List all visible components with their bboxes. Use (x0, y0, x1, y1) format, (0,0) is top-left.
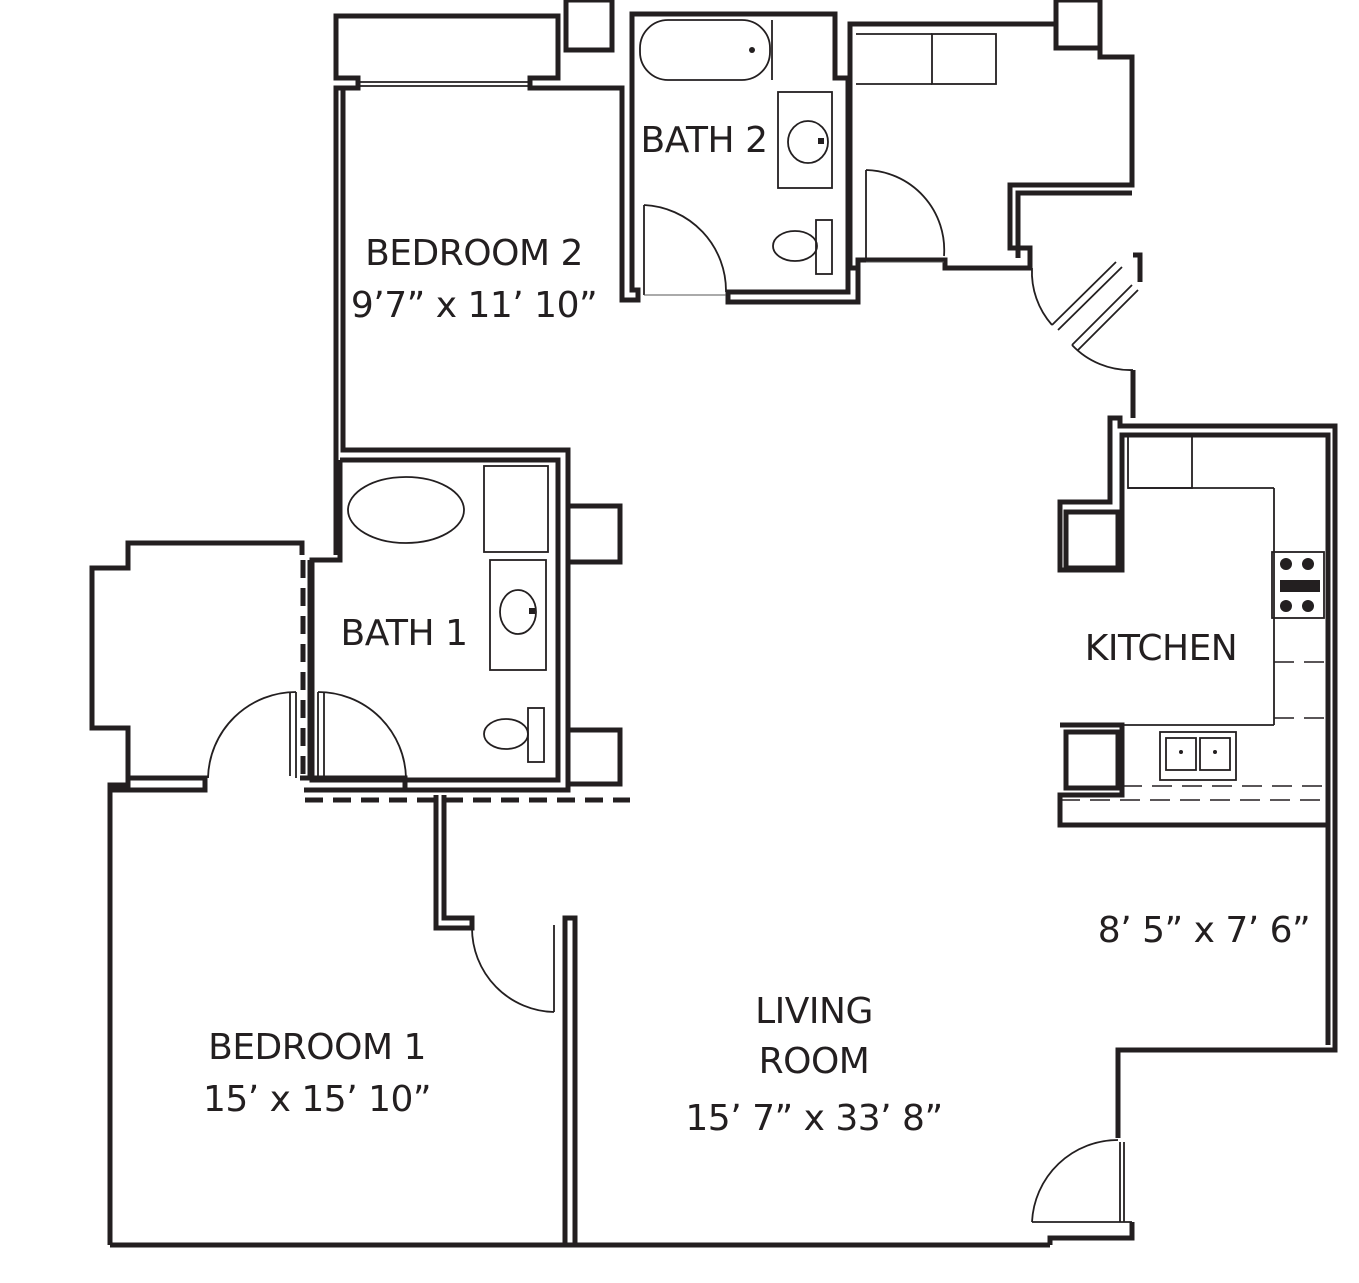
bedroom1-door (471, 925, 555, 1013)
bedroom1-size: 15’ x 15’ 10” (202, 1079, 432, 1121)
living-room-name-line1: LIVING (755, 991, 873, 1032)
windows (358, 81, 1125, 1222)
bath2-fixtures (639, 19, 833, 296)
kitchen-size: 8’ 5” x 7’ 6” (1097, 910, 1311, 951)
kitchen-fixtures (1060, 435, 1330, 801)
bedroom2-label: BEDROOM 2 9’7” x 11’ 10” (350, 228, 598, 332)
bedroom2-name: BEDROOM 2 (365, 233, 583, 274)
bath2-label: BATH 2 (641, 115, 768, 167)
entry-door (1031, 1139, 1132, 1223)
exterior-walls (89, 0, 1338, 1248)
kitchen-label: KITCHEN (1085, 623, 1238, 675)
bath1-fixtures (207, 465, 549, 779)
living-room-size: 15’ 7” x 33’ 8” (685, 1097, 943, 1139)
living-room-label: LIVING ROOM 15’ 7” x 33’ 8” (685, 987, 943, 1144)
bedroom1-label: BEDROOM 1 15’ x 15’ 10” (202, 1022, 432, 1126)
bedroom2-size: 9’7” x 11’ 10” (350, 285, 598, 327)
utility-fixtures (856, 33, 1139, 371)
bath1-label: BATH 1 (341, 608, 468, 660)
kitchen-name: KITCHEN (1084, 628, 1238, 669)
kitchen-size-label: 8’ 5” x 7’ 6” (1097, 905, 1311, 957)
bedroom1-name: BEDROOM 1 (208, 1027, 426, 1068)
living-room-name-line2: ROOM (758, 1041, 870, 1083)
bath1-name: BATH 1 (340, 613, 468, 654)
bath2-name: BATH 2 (640, 120, 768, 161)
